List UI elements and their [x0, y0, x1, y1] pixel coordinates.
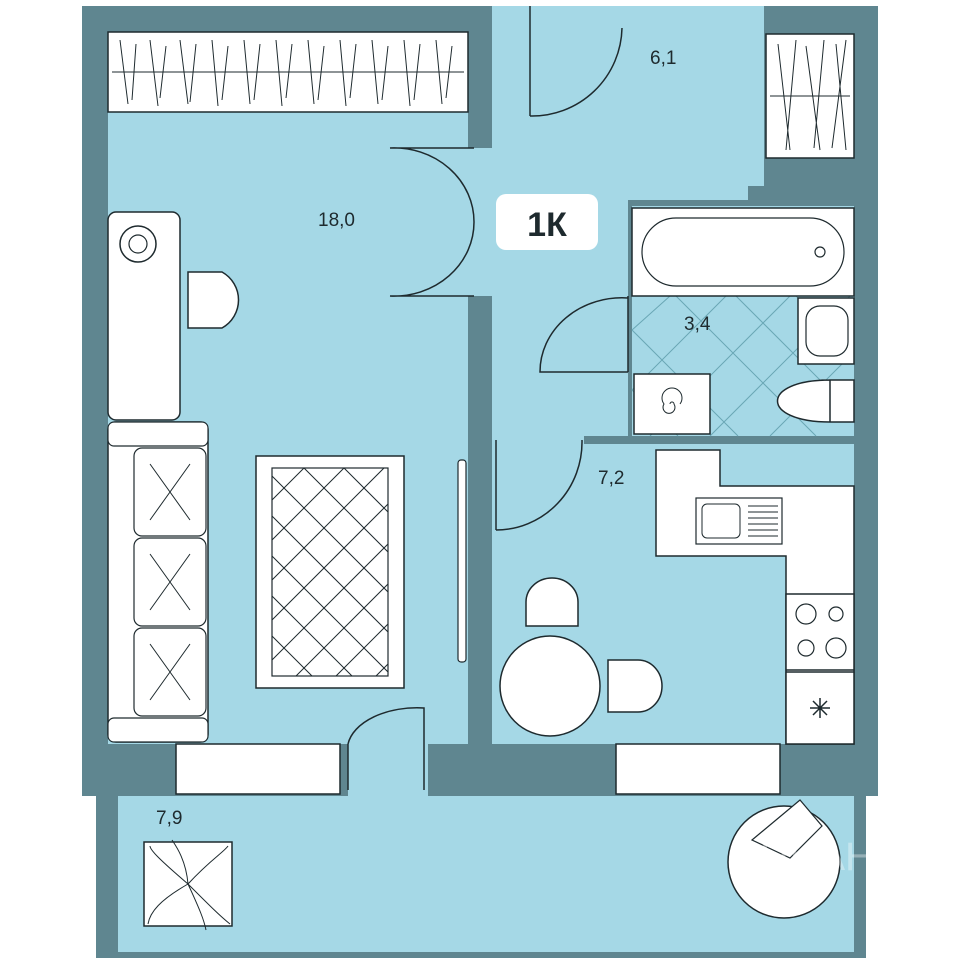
room-area-living-room: 18,0: [318, 210, 355, 231]
washing-machine-drum: [661, 387, 683, 414]
sofa-arm: [107, 421, 209, 447]
lamp: [119, 225, 157, 263]
kitchen-door: [495, 439, 583, 531]
apartment-type-badge: [496, 194, 598, 250]
dining-chair: [525, 577, 579, 627]
kitchen-window: [615, 743, 781, 795]
bathtub-inner: [641, 217, 845, 287]
sofa-arm: [107, 717, 209, 743]
washing-machine: [633, 373, 711, 435]
bed-nightstand: [107, 211, 181, 421]
hall-wardrobe-hatching: [770, 39, 850, 151]
doorway-gap: [468, 148, 492, 296]
plant-leaves: [147, 839, 231, 931]
burner: [825, 637, 847, 659]
bathroom-door: [539, 296, 629, 373]
stove: [785, 593, 855, 671]
balcony-door: [347, 707, 425, 790]
living-room-window: [175, 743, 341, 795]
watermark: ЦИАН: [760, 835, 874, 879]
wardrobe-hatching: [112, 39, 464, 107]
burner: [828, 606, 844, 622]
partition-wall: [468, 32, 492, 744]
toilet: [776, 379, 855, 423]
tv: [457, 459, 467, 663]
entrance-door: [529, 6, 623, 117]
rug-pattern: [271, 467, 389, 677]
burner: [795, 603, 817, 625]
bathtub-drain: [814, 246, 826, 258]
armchair: [187, 271, 240, 329]
kitchen-sink-drainer: [748, 505, 778, 537]
balcony-armchair-cushion: [750, 799, 823, 859]
room-area-balcony: 7,9: [156, 808, 182, 829]
burner: [797, 639, 815, 657]
lamp-center: [128, 234, 148, 254]
bathroom-sink-bowl: [805, 305, 849, 357]
sofa-cushions: [133, 447, 207, 717]
hallway-floor: [492, 6, 764, 744]
snowflake-icon: [810, 698, 830, 718]
living-room-door: [389, 147, 475, 297]
dining-table: [499, 635, 601, 737]
living-room-doorway: [348, 744, 428, 796]
room-area-hallway: 6,1: [650, 48, 676, 69]
room-area-bathroom: 3,4: [684, 314, 711, 335]
room-area-kitchen: 7,2: [598, 468, 624, 489]
kitchen-sink-bowl: [701, 503, 741, 539]
rug-inner: [271, 467, 389, 677]
apartment-type-label: 1К: [527, 206, 567, 244]
dining-chair: [607, 659, 663, 713]
entrance-door-gap: [526, 6, 626, 20]
